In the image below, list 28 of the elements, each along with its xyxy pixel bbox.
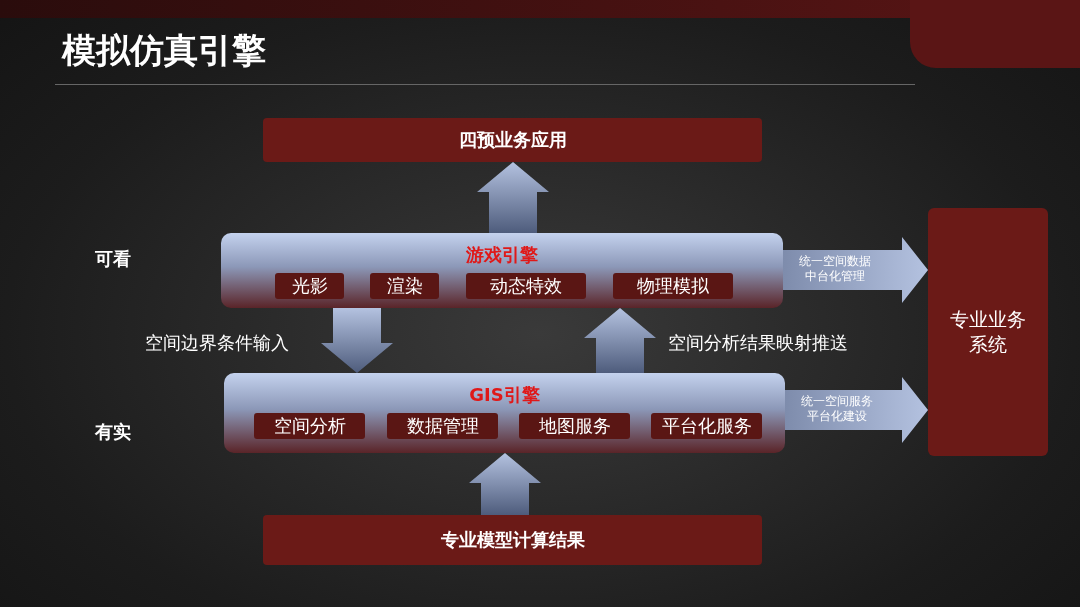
process-box: 专业模型计算结果 — [263, 515, 762, 565]
block-arrow — [469, 453, 541, 515]
edge-label: 统一空间服务平台化建设 — [800, 394, 874, 424]
block-arrow — [477, 162, 549, 233]
feature-box: 光影 — [275, 273, 344, 299]
feature-box: 空间分析 — [254, 413, 366, 439]
edge-label: 空间分析结果映射推送 — [668, 331, 848, 355]
edge-label: 统一空间数据中台化管理 — [798, 254, 872, 284]
slide-title: 模拟仿真引擎 — [62, 29, 266, 72]
engine-panel — [221, 233, 783, 308]
row-label: 有实 — [95, 420, 131, 444]
process-box: 四预业务应用 — [263, 118, 762, 162]
feature-box: 地图服务 — [519, 413, 631, 439]
feature-box: 平台化服务 — [651, 413, 763, 439]
block-arrow — [321, 308, 393, 373]
row-label: 可看 — [95, 247, 131, 271]
panel-title: 游戏引擎 — [466, 243, 538, 267]
edge-label: 空间边界条件输入 — [145, 331, 289, 355]
panel-title: GIS引擎 — [469, 383, 540, 407]
block-arrow — [783, 237, 928, 303]
process-box: 专业业务系统 — [928, 208, 1048, 456]
block-arrow — [785, 377, 928, 443]
feature-box: 渲染 — [370, 273, 439, 299]
feature-box: 动态特效 — [466, 273, 586, 299]
block-arrow — [584, 308, 656, 373]
feature-box: 物理模拟 — [613, 273, 733, 299]
feature-box: 数据管理 — [387, 413, 499, 439]
engine-panel — [224, 373, 785, 453]
